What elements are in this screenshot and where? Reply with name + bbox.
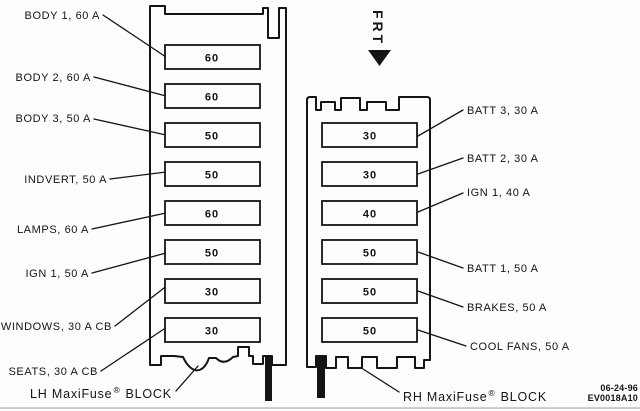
fuse-label: BODY 1, 60 A [25,10,101,22]
fuse-amp-value: 60 [205,53,219,65]
page-edge-line [0,407,640,409]
fuse-rect [164,44,261,70]
fuse-amp-value: 30 [205,326,219,338]
lh-terminal-bar [265,355,272,401]
fuse-label: COOL FANS, 50 A [470,341,570,353]
leader-line [417,329,467,347]
fuse-rect [321,161,418,187]
fuse-label: BATT 3, 30 A [467,105,539,117]
fuse-rect [164,278,261,304]
rh-fuse-row-batt1: 50 BATT 1, 50 A [321,239,539,275]
lh-fuse-row-body2: BODY 2, 60 A 60 [16,72,261,109]
lh-fuse-row-body1: BODY 1, 60 A 60 [25,10,261,70]
fuse-label: BRAKES, 50 A [467,302,547,314]
fuse-rect [164,200,261,226]
rh-fuse-row-coolfans: 50 COOL FANS, 50 A [321,317,570,353]
leader-line [93,76,167,97]
lh-fuse-row-seats: SEATS, 30 A CB 30 [8,317,261,378]
fuse-amp-value: 50 [205,170,219,182]
rh-fuse-row-brakes: 50 BRAKES, 50 A [321,278,547,314]
leader-line [102,14,167,58]
stamp-date: 06-24-96 [600,383,638,393]
stamp-code: EV0018A10 [588,393,638,403]
leader-line [417,192,464,213]
rh-terminal-bar [317,355,325,398]
leader-line [100,328,165,372]
lh-fuse-row-lamps: LAMPS, 60 A 60 [17,200,261,236]
leader-line [91,252,167,274]
rh-block-caption: RH MaxiFuse®BLOCK [403,388,547,404]
leader-line [91,212,167,230]
fuse-label: BATT 1, 50 A [467,263,539,275]
fuse-amp-value: 30 [363,170,377,182]
lh-fuse-row-indvert: INDVERT, 50 A 50 [24,161,261,187]
fuse-rect [164,161,261,187]
fuse-label: SEATS, 30 A CB [8,366,98,378]
frt-label: FRT [370,10,386,46]
leader-line [417,290,464,308]
fuse-rect [164,122,261,148]
fuse-rect [321,278,418,304]
lh-fuse-row-windows: WINDOWS, 30 A CB 30 [1,278,261,333]
lh-fuse-row-ign1: IGN 1, 50 A 50 [26,239,261,280]
fuse-rect [164,317,261,343]
drawing-stamp: 06-24-96 EV0018A10 [588,383,638,403]
lh-maxifuse-block: BODY 1, 60 A 60 BODY 2, 60 A 60 BODY 3, … [1,5,287,401]
frt-orientation-marker: FRT [368,10,391,66]
leader-line [417,109,464,137]
fuse-rect [321,200,418,226]
rh-caption-leader [362,368,400,393]
fuse-label: BODY 2, 60 A [16,72,92,84]
fuse-label: LAMPS, 60 A [17,224,89,236]
fuse-label: BODY 3, 50 A [16,113,92,125]
fuse-amp-value: 60 [205,209,219,221]
fuse-amp-value: 50 [363,326,377,338]
fuse-amp-value: 50 [363,248,377,260]
fuse-label: IGN 1, 40 A [467,187,531,199]
fuse-amp-value: 60 [205,92,219,104]
rh-fuse-row-ign1: 40 IGN 1, 40 A [321,187,531,226]
leader-line [114,287,165,327]
fuse-label: IGN 1, 50 A [26,268,90,280]
leader-line [109,171,167,180]
leader-line [417,251,464,269]
lh-fuse-row-body3: BODY 3, 50 A 50 [16,113,261,148]
rh-fuse-row-batt3: 30 BATT 3, 30 A [321,105,539,148]
lh-caption-leader [175,365,199,392]
fuse-amp-value: 50 [205,131,219,143]
leader-line [93,118,167,136]
fuse-label: BATT 2, 30 A [467,153,539,165]
leader-line [417,157,464,175]
fuse-amp-value: 50 [205,248,219,260]
fuse-amp-value: 40 [363,209,377,221]
fuse-rect [321,239,418,265]
fuse-rect [164,83,261,109]
fuse-amp-value: 30 [363,131,377,143]
frt-down-arrow-icon [368,50,391,66]
fuse-rect [321,122,418,148]
fuse-label: INDVERT, 50 A [24,174,107,186]
rh-maxifuse-block: 30 BATT 3, 30 A 30 BATT 2, 30 A 40 IGN 1… [306,96,570,404]
fuse-rect [321,317,418,343]
fuse-label: WINDOWS, 30 A CB [1,321,112,333]
lh-block-caption: LH MaxiFuse®BLOCK [30,385,172,401]
rh-fuse-row-batt2: 30 BATT 2, 30 A [321,153,539,187]
fuse-rect [164,239,261,265]
fuse-amp-value: 50 [363,287,377,299]
fuse-amp-value: 30 [205,287,219,299]
